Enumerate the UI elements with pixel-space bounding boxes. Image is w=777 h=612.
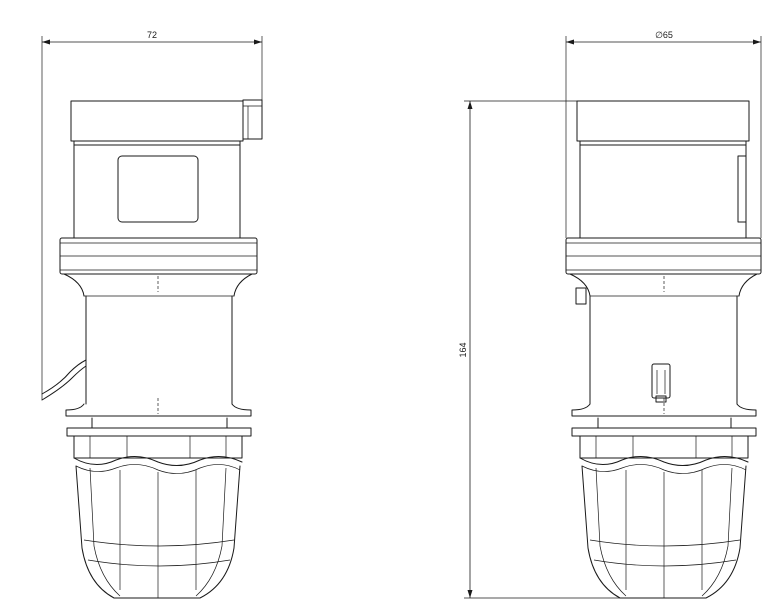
width-dimension-label: 72 [147, 30, 157, 40]
left-view-plug [41, 99, 263, 599]
right-view-plug [565, 100, 762, 599]
diameter-dimension-label: ∅65 [655, 30, 673, 40]
dimension-width: 72 [41, 30, 263, 400]
dimension-height: 164 [458, 100, 620, 599]
dimension-diameter: ∅65 [565, 30, 762, 238]
height-dimension-label: 164 [458, 342, 468, 357]
